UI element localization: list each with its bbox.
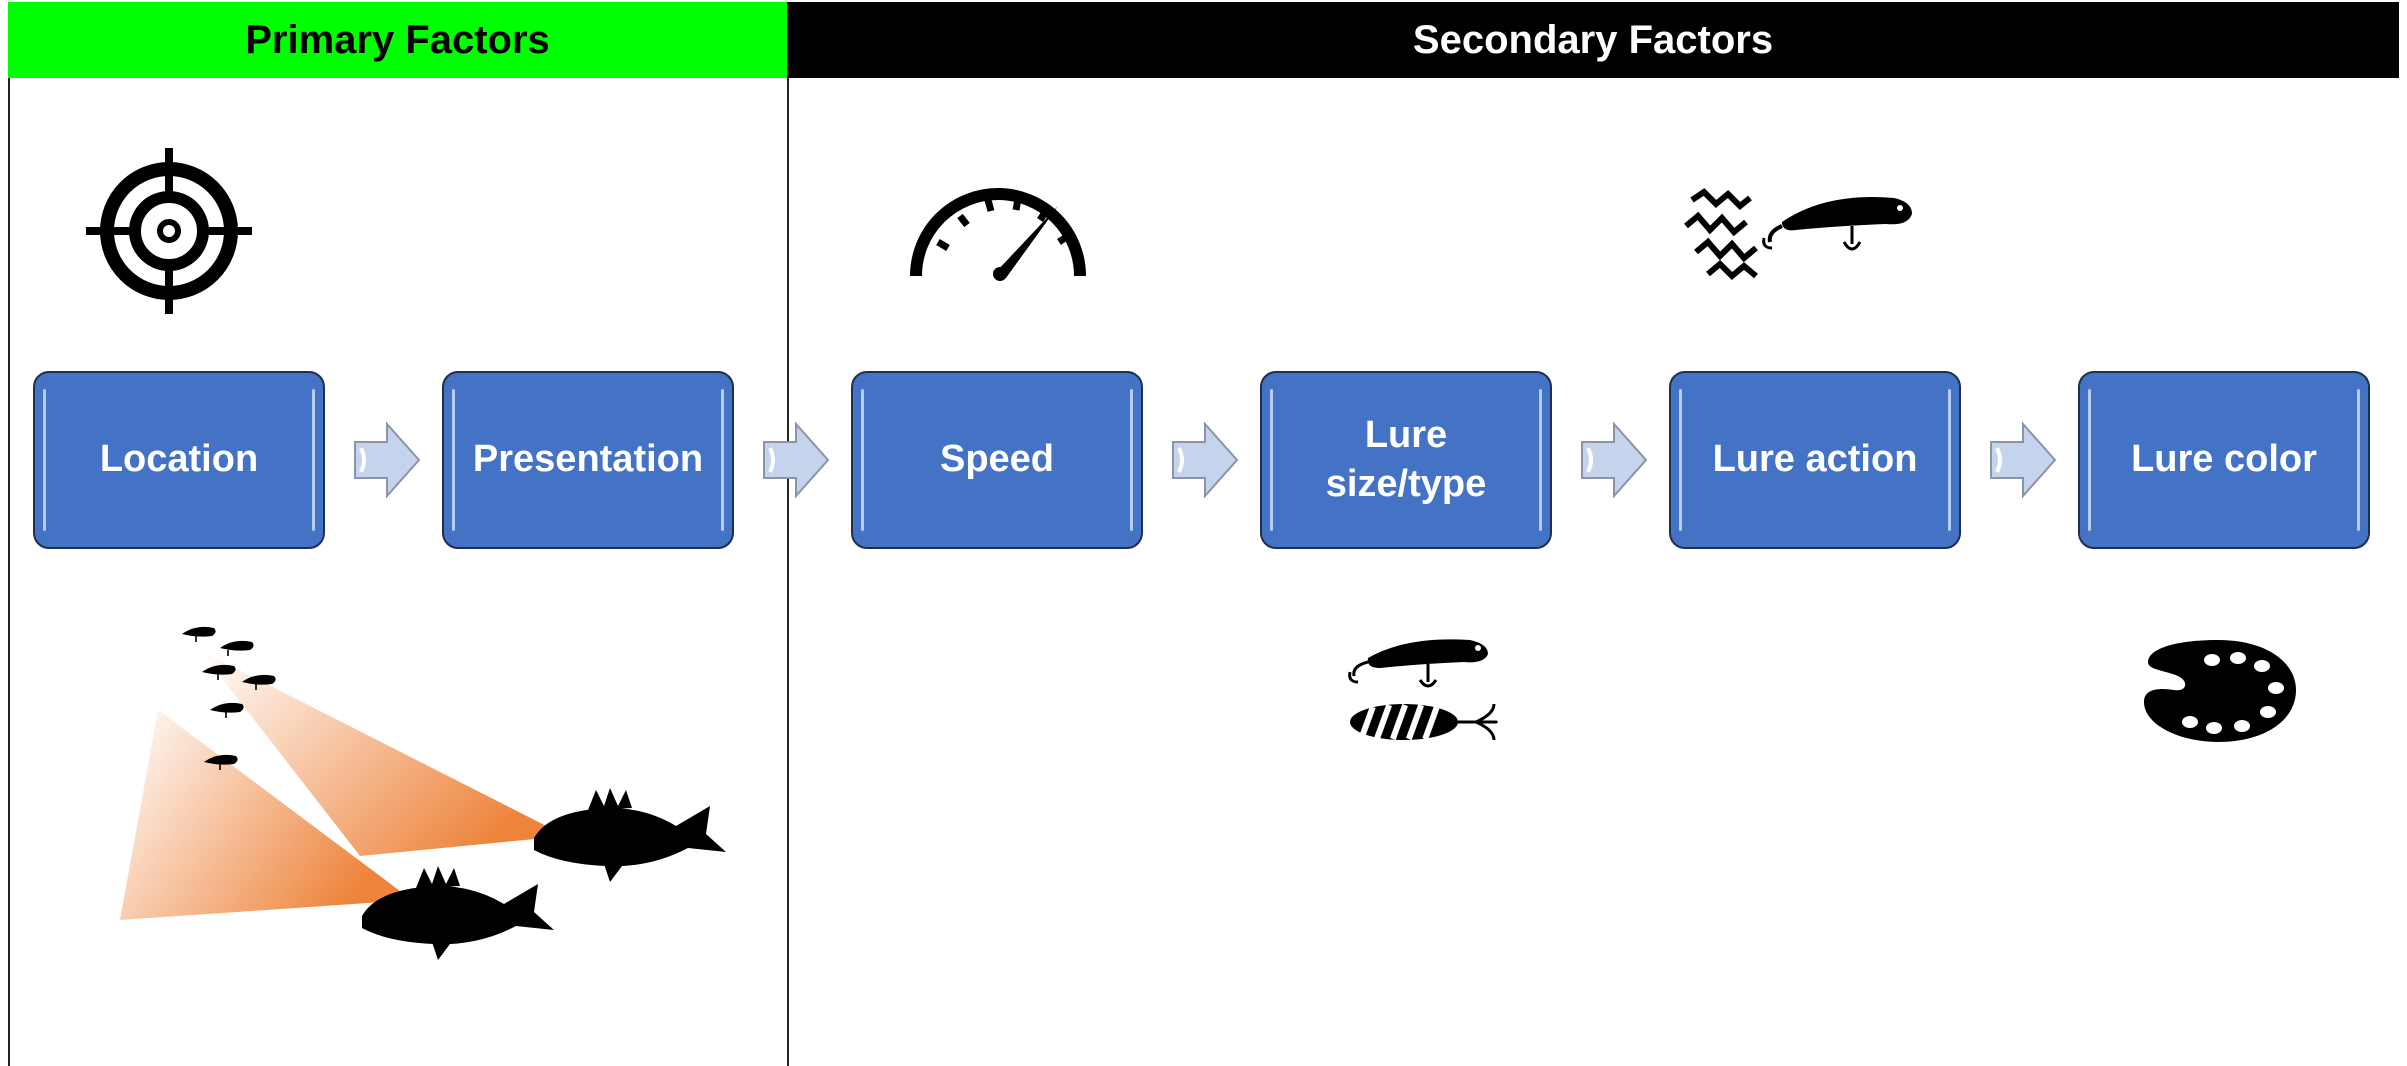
flow-box-label: Location (99, 438, 259, 481)
flow-box-lure-color: Lure color (2078, 371, 2370, 549)
walleye-silhouette (534, 788, 726, 882)
flow-box-lure-action: Lure action (1669, 371, 1961, 549)
flow-arrow (354, 421, 421, 499)
flow-box-location: Location (33, 371, 325, 549)
flow-box-label: Speed (939, 438, 1055, 481)
flow-box-speed: Speed (851, 371, 1143, 549)
flow-arrow (1172, 421, 1239, 499)
sonar-beam (120, 710, 412, 920)
wiggling-lure-icon (1684, 188, 1912, 281)
flow-box-lure-size-type: Lure size/type (1260, 371, 1552, 549)
flow-box-label: Lure size/type (1325, 413, 1487, 505)
section-divider-line (787, 78, 789, 1066)
small-lures (182, 626, 276, 765)
paint-palette-icon (2144, 640, 2296, 742)
flow-arrow (1581, 421, 1648, 499)
sonar-beam (200, 650, 566, 856)
walleye-silhouette (362, 866, 554, 960)
flow-box-label: Presentation (472, 438, 704, 481)
flow-arrow (1990, 421, 2057, 499)
primary-factors-header: Primary Factors (8, 2, 787, 78)
flow-box-presentation: Presentation (442, 371, 734, 549)
flow-box-label: Lure action (1712, 438, 1918, 481)
flow-arrow (763, 421, 830, 499)
speedometer-icon (910, 188, 1086, 281)
lures-and-walleye-beam-illustration (120, 626, 726, 960)
crankbait-and-spoon-icon (1348, 639, 1498, 741)
crosshair-target-icon (86, 148, 252, 314)
secondary-factors-header: Secondary Factors (787, 2, 2399, 78)
flow-box-label: Lure color (2131, 438, 2317, 481)
left-border-line (8, 78, 10, 1066)
